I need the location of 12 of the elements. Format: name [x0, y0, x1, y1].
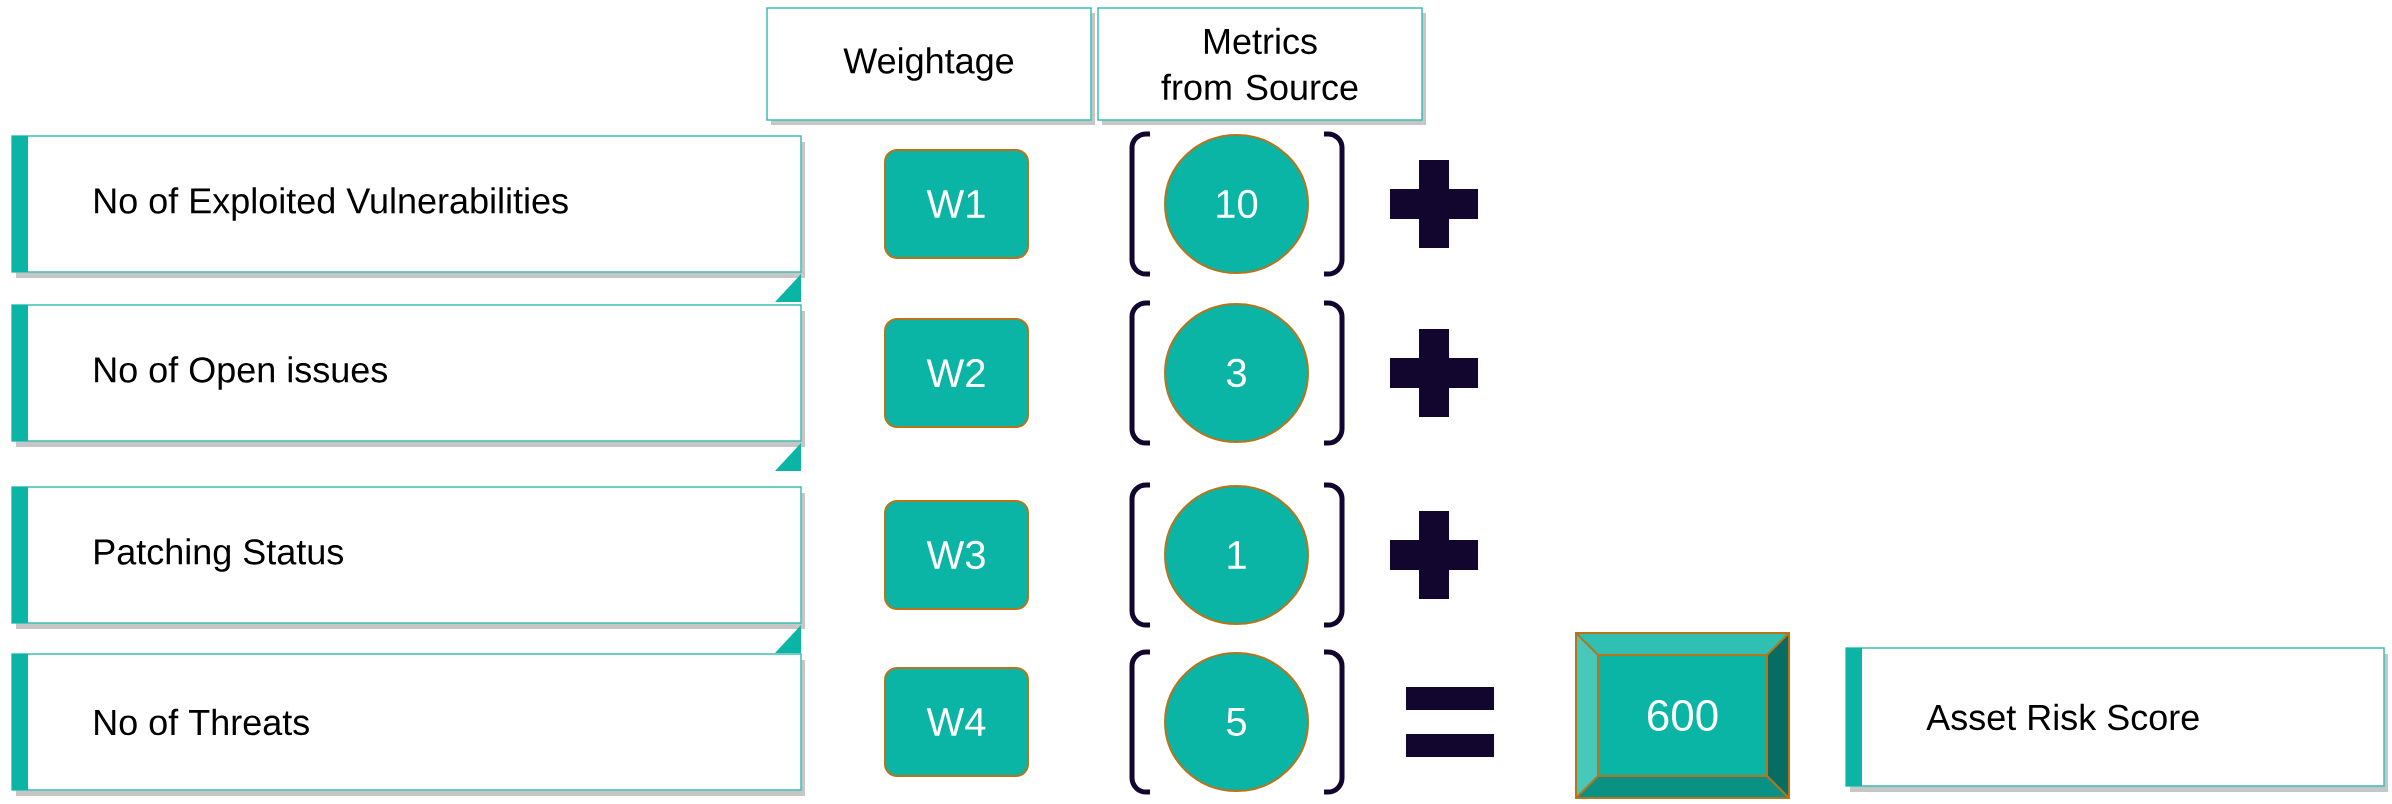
- header-box: Metrics from Source: [1097, 7, 1426, 125]
- weight-box: W3: [884, 500, 1029, 610]
- label-box: No of Exploited Vulnerabilities: [11, 135, 805, 302]
- header-box: Weightage: [766, 7, 1095, 125]
- label-box: No of Threats: [11, 653, 805, 796]
- weight-box: W1: [884, 149, 1029, 259]
- score-box: 600: [1575, 632, 1790, 799]
- label-box: Patching Status: [11, 486, 805, 653]
- label-box: No of Open issues: [11, 304, 805, 471]
- weight-box: W4: [884, 667, 1029, 777]
- weight-box: W2: [884, 318, 1029, 428]
- label-box: Asset Risk Score: [1845, 647, 2389, 792]
